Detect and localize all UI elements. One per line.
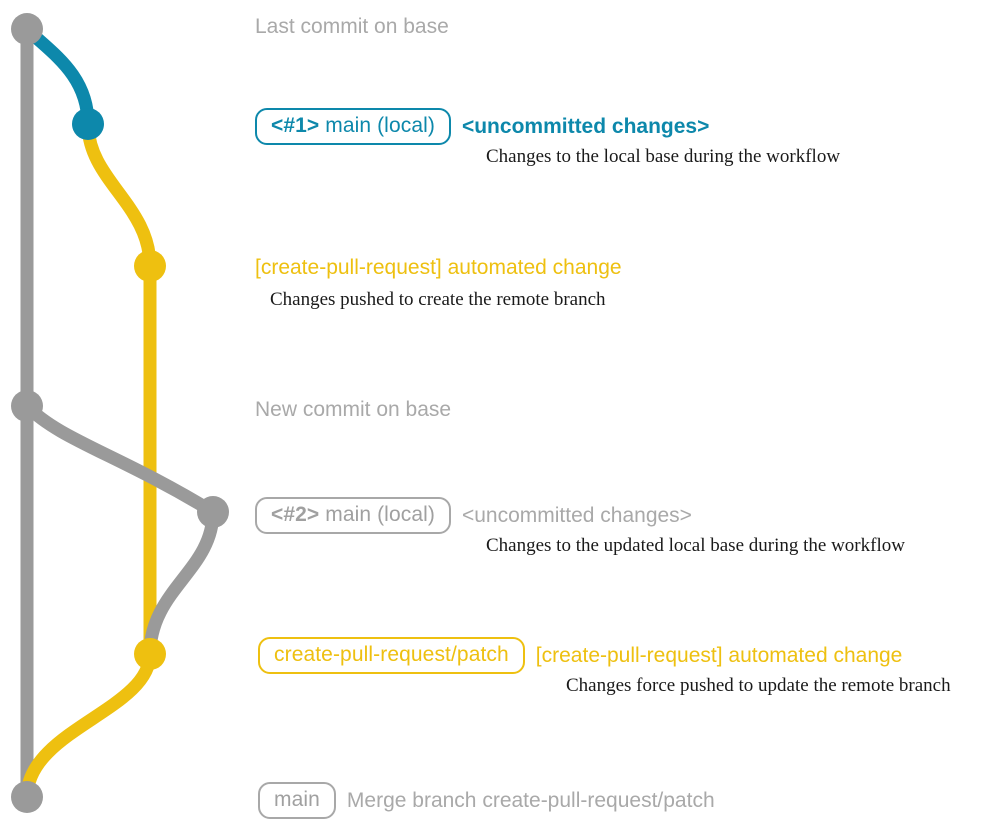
- node-new-commit-on-base[interactable]: [11, 390, 43, 422]
- node-merge-commit[interactable]: [11, 781, 43, 813]
- badge-local-main-2[interactable]: <#2> main (local): [255, 497, 451, 534]
- headline-new-commit-on-base: New commit on base: [255, 398, 452, 421]
- row-local-main-2: <#2> main (local) <uncommitted changes>: [255, 497, 692, 534]
- badge-main-label: main: [274, 788, 320, 811]
- badge-local-main-1-prefix: <#1>: [271, 114, 320, 137]
- headline-last-commit-on-base: Last commit on base: [255, 15, 449, 38]
- badge-create-pull-request-patch-label: create-pull-request/patch: [274, 643, 509, 666]
- badge-local-main-1[interactable]: <#1> main (local): [255, 108, 451, 145]
- node-automated-change-2[interactable]: [134, 638, 166, 670]
- row-merge-commit: main Merge branch create-pull-request/pa…: [258, 782, 715, 819]
- badge-local-main-2-label: <#2> main (local): [271, 504, 435, 525]
- badge-local-main-2-name: main (local): [319, 503, 435, 526]
- headline-automated-change-1: [create-pull-request] automated change: [255, 256, 622, 279]
- node-local-main-2[interactable]: [197, 496, 229, 528]
- note-automated-change-1: Changes pushed to create the remote bran…: [270, 289, 606, 310]
- badge-local-main-1-label: <#1> main (local): [271, 115, 435, 136]
- row-automated-change-2: create-pull-request/patch [create-pull-r…: [258, 637, 902, 674]
- node-automated-change-1[interactable]: [134, 250, 166, 282]
- subject-merge-commit: Merge branch create-pull-request/patch: [346, 789, 715, 812]
- edge-base-to-local-main-2: [20, 399, 220, 519]
- note-automated-change-2: Changes force pushed to update the remot…: [566, 675, 951, 696]
- subject-local-main-2: <uncommitted changes>: [461, 504, 692, 527]
- note-local-main-2: Changes to the updated local base during…: [486, 535, 905, 556]
- badge-local-main-2-prefix: <#2>: [271, 503, 320, 526]
- node-local-main-1[interactable]: [72, 108, 104, 140]
- subject-local-main-1: <uncommitted changes>: [461, 115, 710, 138]
- subject-automated-change-2: [create-pull-request] automated change: [535, 644, 903, 667]
- note-local-main-1: Changes to the local base during the wor…: [486, 146, 841, 167]
- badge-main[interactable]: main: [258, 782, 336, 819]
- edge-patch-2-to-merge: [20, 647, 157, 804]
- badge-local-main-1-name: main (local): [319, 114, 435, 137]
- edge-local-main-1-to-patch-1: [81, 117, 157, 273]
- node-last-commit-on-base[interactable]: [11, 13, 43, 45]
- badge-create-pull-request-patch[interactable]: create-pull-request/patch: [258, 637, 525, 674]
- edge-local-main-2-to-patch-2: [143, 505, 220, 661]
- row-local-main-1: <#1> main (local) <uncommitted changes>: [255, 108, 709, 145]
